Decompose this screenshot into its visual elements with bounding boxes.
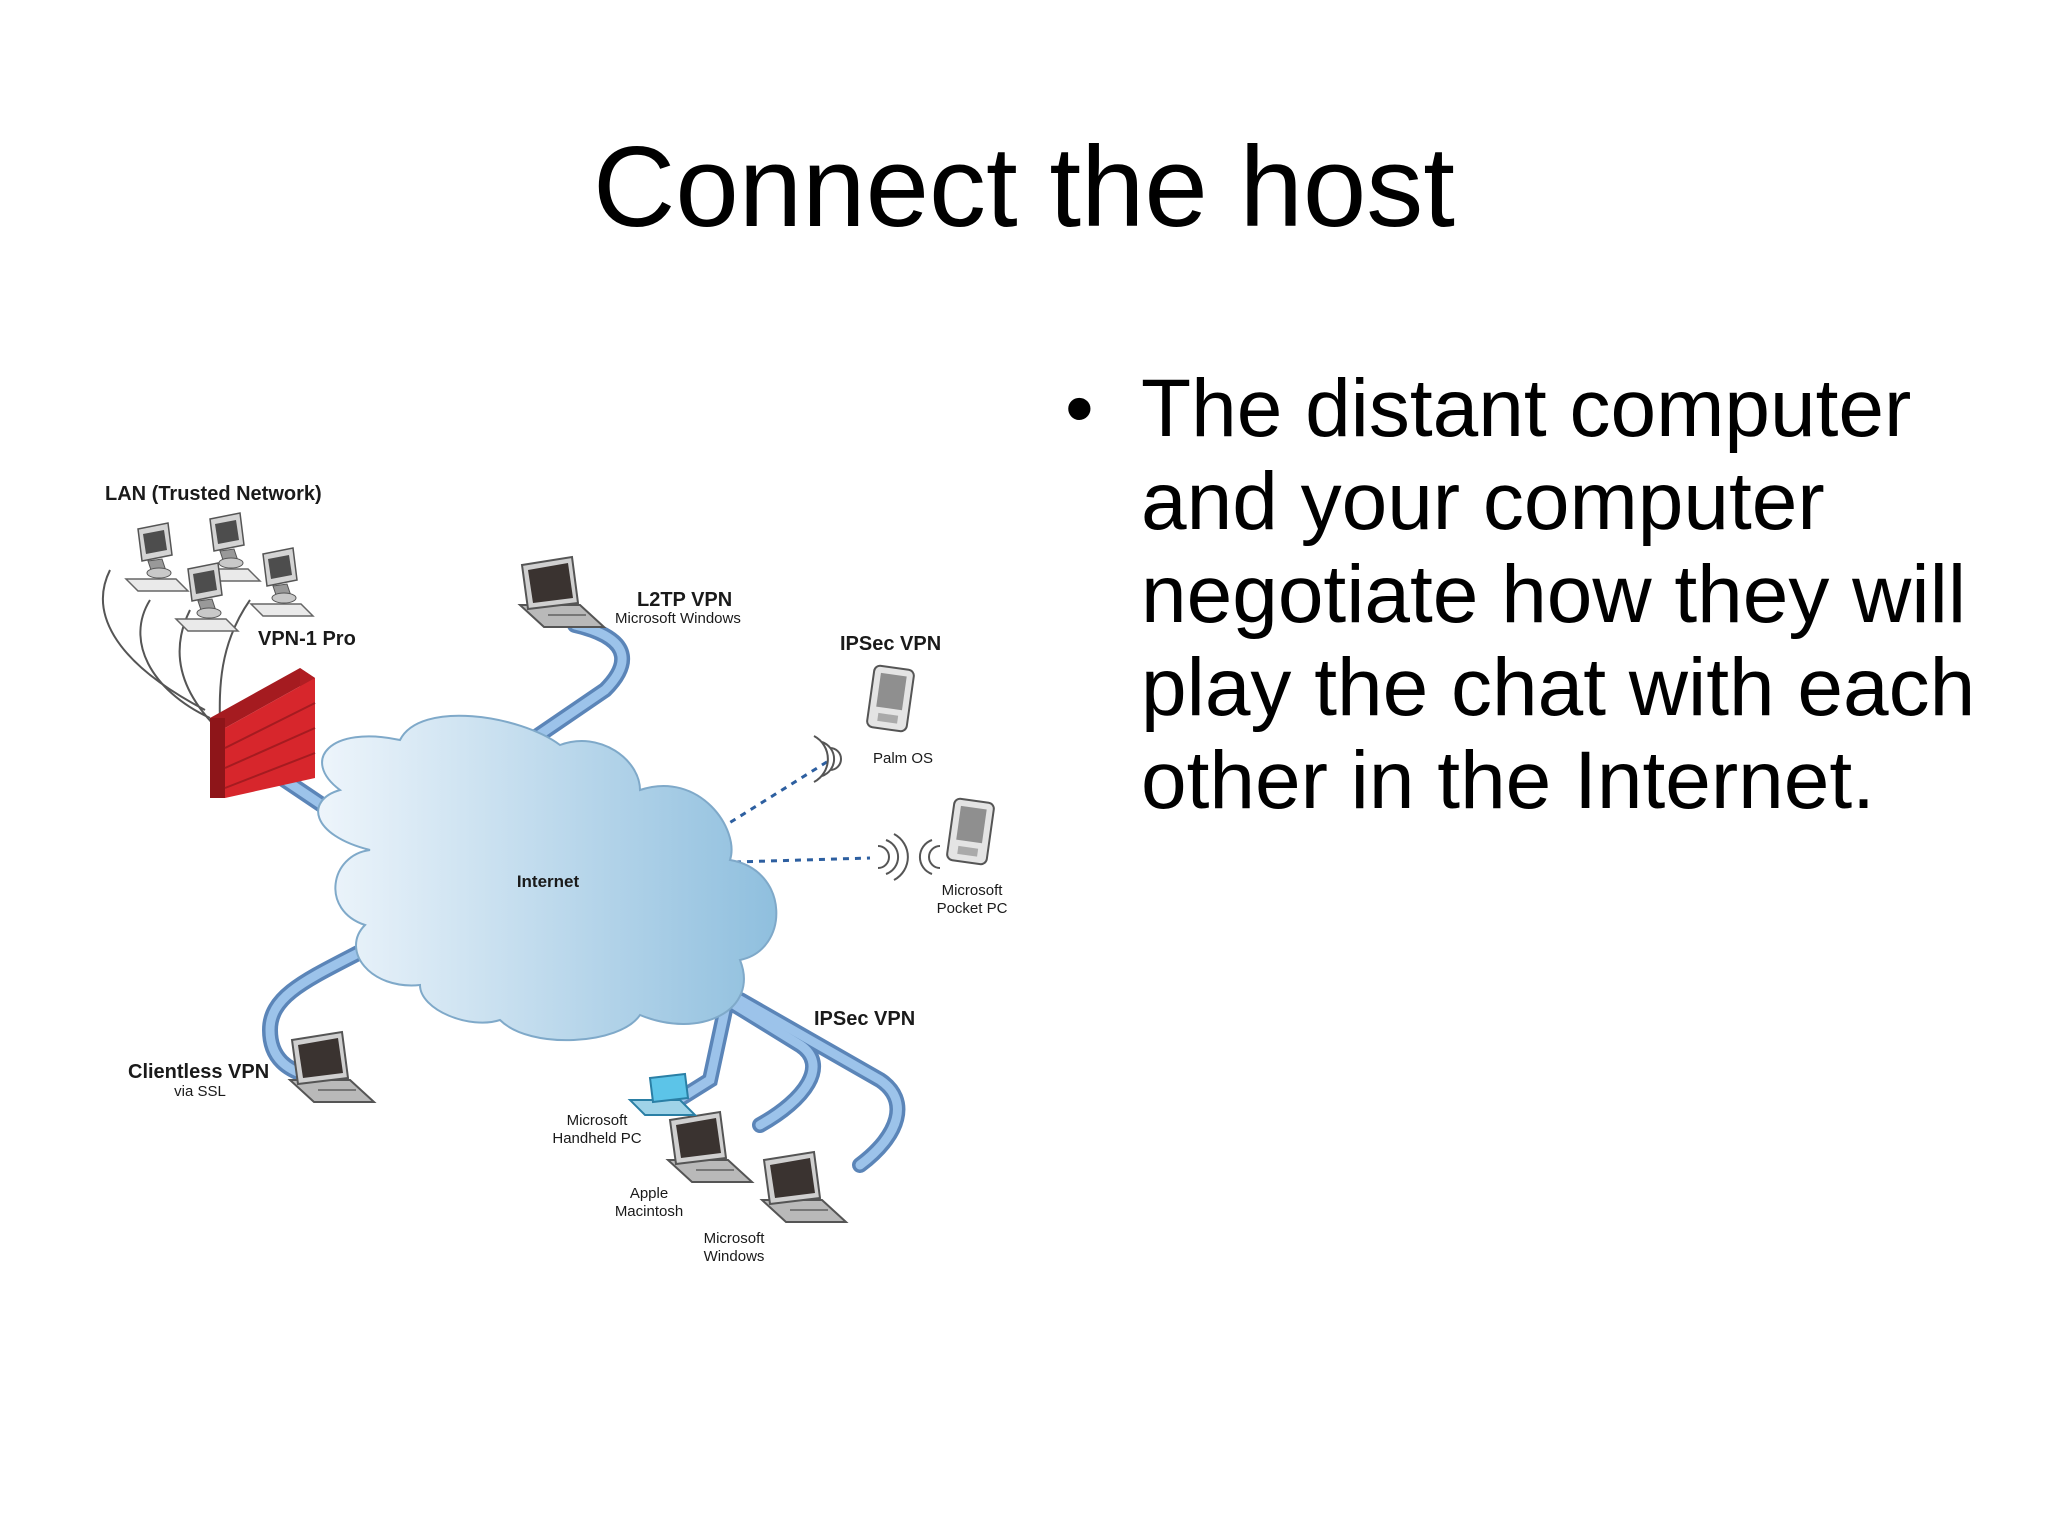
l2tp-laptop-icon — [519, 556, 605, 628]
clientless-title: Clientless VPN — [128, 1061, 269, 1083]
ipsec-bottom-title: IPSec VPN — [814, 1008, 915, 1030]
bullet-text: The distant computer and your computer n… — [1141, 363, 1976, 826]
wireless-links — [709, 758, 871, 864]
pocket-pc-label-1: Microsoft — [942, 882, 1004, 899]
lan-label: LAN (Trusted Network) — [105, 483, 322, 505]
palm-pda-icon — [865, 664, 916, 733]
palm-label: Palm OS — [873, 750, 933, 767]
lan-computers — [125, 512, 314, 632]
firewall-label: VPN-1 Pro — [258, 628, 356, 650]
windows-label-2: Windows — [704, 1248, 765, 1265]
mac-label-2: Macintosh — [615, 1203, 683, 1220]
bullet-list: • The distant computer and your computer… — [1065, 362, 2025, 827]
handheld-label-1: Microsoft — [567, 1112, 629, 1129]
internet-cloud — [317, 714, 778, 1042]
wireless-waves-icon — [813, 735, 941, 881]
clientless-laptop-icon — [289, 1031, 375, 1103]
cloud-label: Internet — [517, 872, 580, 891]
windows-laptop-icon — [761, 1151, 847, 1223]
slide-title: Connect the host — [593, 124, 1455, 251]
windows-label-1: Microsoft — [704, 1230, 766, 1247]
mac-label-1: Apple — [630, 1185, 668, 1202]
bullet-dot-icon: • — [1065, 363, 1094, 454]
handheld-pc-icon — [627, 1072, 698, 1116]
bullet-item: • The distant computer and your computer… — [1065, 362, 2025, 827]
mac-laptop-icon — [667, 1111, 753, 1183]
firewall-icon — [210, 668, 316, 798]
l2tp-sub: Microsoft Windows — [615, 610, 741, 627]
handheld-label-2: Handheld PC — [552, 1130, 641, 1147]
ipsec-top-title: IPSec VPN — [840, 633, 941, 655]
clientless-sub: via SSL — [174, 1083, 226, 1100]
pocket-pc-label-2: Pocket PC — [937, 900, 1008, 917]
l2tp-title: L2TP VPN — [637, 589, 732, 611]
pocket-pc-icon — [945, 797, 996, 866]
